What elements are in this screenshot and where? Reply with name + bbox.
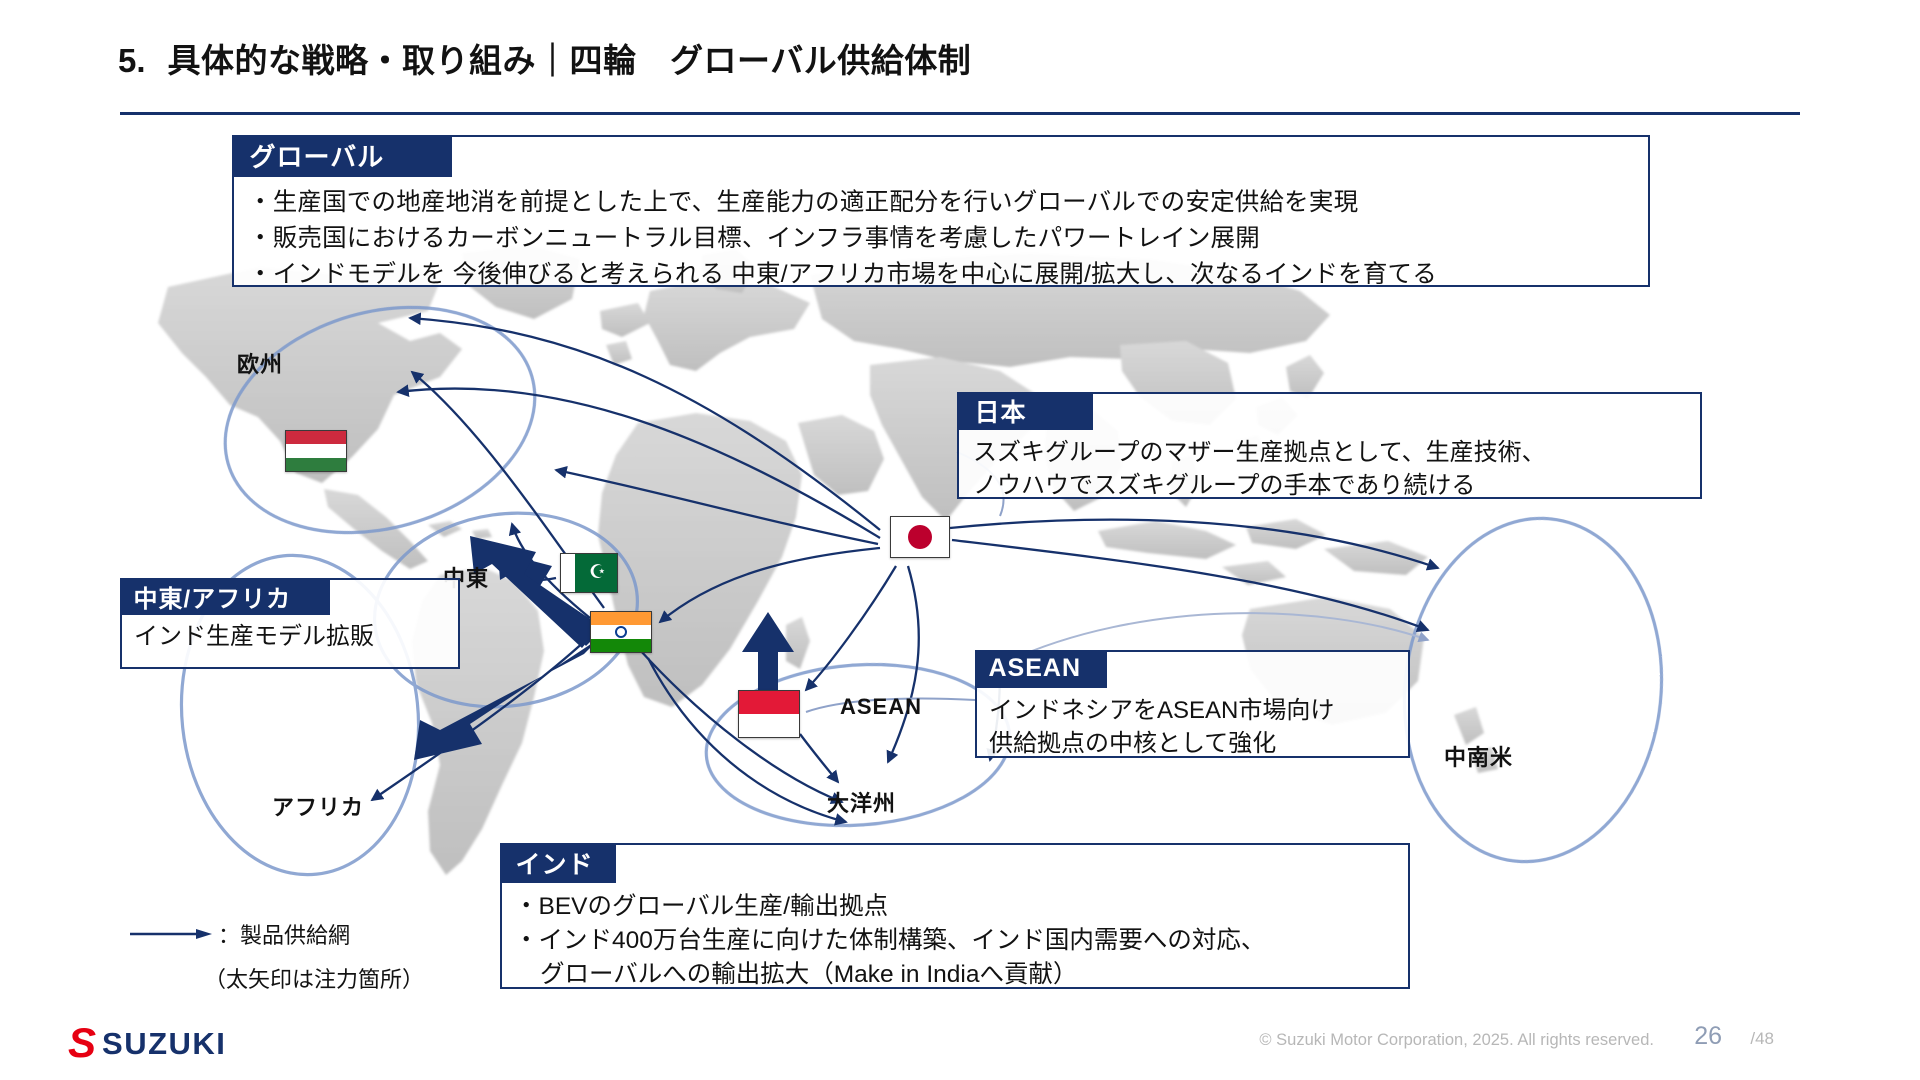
page-title-number: 5. <box>118 42 146 79</box>
info-box-middle-east-africa-body: インド生産モデル拡販 <box>122 580 458 653</box>
map-label-oceania: 大洋州 <box>827 791 897 816</box>
info-box-global-heading: グローバル <box>231 134 452 177</box>
page-number: 26 <box>1694 1022 1722 1050</box>
indonesia-flag-icon <box>738 690 800 738</box>
info-box-global-body: ・生産国での地産地消を前提とした上で、生産能力の適正配分を行いグローバルでの安定… <box>234 137 1648 293</box>
suzuki-s-mark-icon: S <box>68 1019 96 1066</box>
info-line: ・販売国におけるカーボンニュートラル目標、インフラ事情を考慮したパワートレイン展… <box>248 225 1260 252</box>
info-line: グローバルへの輸出拡大（Make in Indiaへ貢献） <box>540 961 1078 988</box>
legend-row-supply-network: ：製品供給網 <box>128 918 528 950</box>
info-line: インドネシアをASEAN市場向け <box>989 697 1335 724</box>
info-box-japan-heading: 日本 <box>956 391 1093 430</box>
info-box-india-body: ・BEVのグローバル生産/輸出拠点 ・インド400万台生産に向けた体制構築、イン… <box>502 845 1408 992</box>
copyright-text: © Suzuki Motor Corporation, 2025. All ri… <box>1259 1031 1654 1049</box>
info-box-asean-heading: ASEAN <box>974 649 1107 688</box>
info-box-asean-body: インドネシアをASEAN市場向け 供給拠点の中核として強化 <box>977 652 1408 760</box>
info-box-india: インド ・BEVのグローバル生産/輸出拠点 ・インド400万台生産に向けた体制構… <box>499 842 1410 992</box>
page-title-text: 具体的な戦略・取り組み｜四輪 グローバル供給体制 <box>167 42 972 79</box>
map-label-africa: アフリカ <box>272 795 365 820</box>
legend: ：製品供給網 （太矢印は注力箇所） <box>128 918 528 994</box>
info-box-middle-east-africa-heading: 中東/アフリカ <box>119 577 330 615</box>
info-line: インド生産モデル拡販 <box>134 623 374 650</box>
title-divider <box>120 112 1800 115</box>
info-line: スズキグループのマザー生産拠点として、生産技術、 <box>973 439 1546 466</box>
info-box-middle-east-africa: 中東/アフリカ インド生産モデル拡販 <box>119 577 460 669</box>
info-box-india-heading: インド <box>499 842 616 883</box>
info-line: ・BEVのグローバル生産/輸出拠点 <box>514 893 889 920</box>
info-line: ノウハウでスズキグループの手本であり続ける <box>973 472 1476 499</box>
suzuki-wordmark: SUZUKI <box>102 1025 227 1061</box>
info-box-japan: 日本 スズキグループのマザー生産拠点として、生産技術、 ノウハウでスズキグループ… <box>956 391 1702 502</box>
info-box-japan-body: スズキグループのマザー生産拠点として、生産技術、 ノウハウでスズキグループの手本… <box>959 394 1700 502</box>
legend-note: （太矢印は注力箇所） <box>204 967 425 992</box>
pakistan-flag-icon: ☪ <box>560 553 618 593</box>
japan-flag-icon <box>890 516 950 558</box>
info-line: ・インドモデルを 今後伸びると考えられる 中東/アフリカ市場を中心に展開/拡大し… <box>248 261 1437 288</box>
suzuki-logo: S SUZUKI <box>68 1022 226 1064</box>
page-total: /48 <box>1750 1029 1774 1048</box>
hungary-flag-icon <box>285 430 347 472</box>
map-label-latin-america: 中南米 <box>1444 745 1514 770</box>
info-box-asean: ASEAN インドネシアをASEAN市場向け 供給拠点の中核として強化 <box>974 649 1410 760</box>
info-line: ・インド400万台生産に向けた体制構築、インド国内需要への対応、 <box>514 927 1266 954</box>
arrow-right-icon <box>130 929 212 939</box>
page-title: 5. 具体的な戦略・取り組み｜四輪 グローバル供給体制 <box>118 34 1818 82</box>
info-line: ・生産国での地産地消を前提とした上で、生産能力の適正配分を行いグローバルでの安定… <box>248 189 1359 216</box>
world-map <box>110 245 1810 885</box>
legend-supply-network-label: ：製品供給網 <box>218 923 351 948</box>
map-label-europe: 欧州 <box>237 352 284 377</box>
india-flag-icon <box>590 611 652 653</box>
map-label-asean: ASEAN <box>840 694 923 719</box>
info-line: 供給拠点の中核として強化 <box>989 730 1277 757</box>
info-box-global: グローバル ・生産国での地産地消を前提とした上で、生産能力の適正配分を行いグロー… <box>231 134 1650 288</box>
